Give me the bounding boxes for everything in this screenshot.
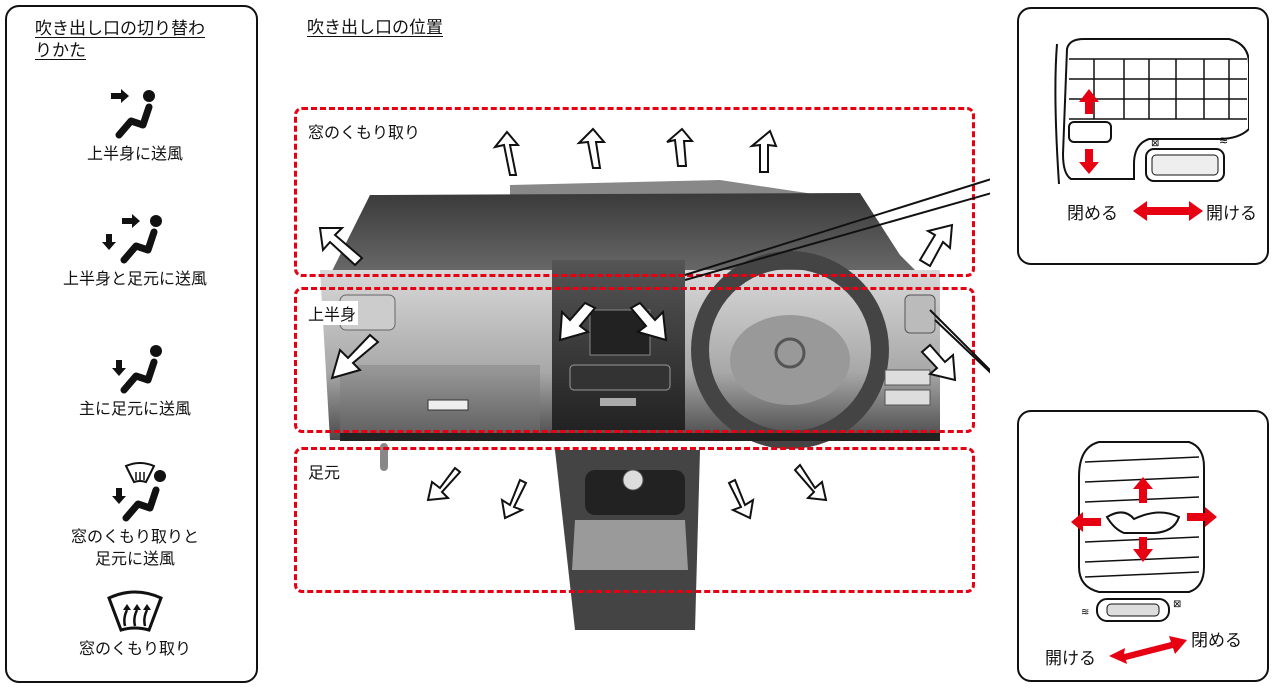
mode-upper-body: 上半身に送風 — [7, 87, 263, 165]
open-label: 開ける — [1206, 204, 1257, 224]
arrow-down-right-icon — [727, 478, 755, 520]
foot-vent-icon — [112, 345, 162, 394]
arrow-down-right-icon — [920, 343, 957, 382]
arrow-down-left-icon — [558, 301, 597, 342]
zone-foot — [294, 447, 975, 593]
center-vent-callout: ⊠ ≋ 閉める 開ける — [1017, 7, 1269, 265]
mode-label: 主に足元に送風 — [78, 399, 191, 418]
vent-mode-panel: 吹き出し口の切り替わ りかた 上半身に送風 上半身と足元に送風 主に足元に送風 — [5, 5, 258, 683]
zone-upper-body — [294, 287, 975, 433]
close-label: 閉める — [1191, 631, 1242, 651]
open-label: 開ける — [1045, 649, 1096, 669]
arrow-up-icon — [666, 127, 695, 167]
defrost-foot-vent-icon — [112, 462, 166, 522]
zone-foot-label: 足元 — [306, 459, 343, 483]
upper-body-vent-icon — [111, 89, 155, 139]
mode-label: 窓のくもり取り — [78, 639, 191, 658]
mode-label-line-2: 足元に送風 — [94, 549, 175, 568]
svg-text:≋: ≋ — [1219, 134, 1228, 147]
arrow-down-right-icon — [629, 301, 668, 342]
arrow-up-icon — [492, 130, 521, 176]
title-line-1: 吹き出し口の切り替わ — [35, 19, 205, 39]
arrow-down-left-icon — [426, 466, 462, 502]
close-label: 閉める — [1067, 204, 1118, 224]
bi-level-vent-icon — [102, 214, 162, 264]
airflow-arrows — [318, 127, 990, 520]
arrow-up-right-icon — [918, 223, 954, 268]
mode-foot: 主に足元に送風 — [7, 342, 263, 420]
arrow-up-left-icon — [318, 227, 364, 267]
defrost-icon — [107, 590, 163, 632]
svg-text:⊠: ⊠ — [1173, 599, 1181, 610]
mode-defrost: 窓のくもり取り — [7, 590, 263, 660]
center-vent-illustration: ⊠ ≋ — [1054, 38, 1249, 185]
arrow-down-left-icon — [330, 333, 380, 380]
arrow-down-right-icon — [793, 463, 828, 502]
arrow-down-left-icon — [500, 478, 528, 520]
mode-bi-level: 上半身と足元に送風 — [7, 212, 263, 290]
svg-text:⊠: ⊠ — [1151, 138, 1159, 149]
mode-label-line-1: 窓のくもり取りと — [70, 527, 199, 546]
side-vent-callout: ≋ ⊠ 開ける 閉める — [1017, 410, 1269, 682]
mode-label: 上半身に送風 — [86, 144, 183, 163]
open-close-arrow-icon — [1109, 636, 1187, 664]
arrow-up-icon — [748, 129, 778, 173]
svg-text:≋: ≋ — [1081, 607, 1089, 618]
zone-defrost — [294, 107, 975, 277]
side-vent-illustration: ≋ ⊠ — [1071, 441, 1217, 622]
title-line-2: りかた — [35, 41, 86, 61]
zone-defrost-label: 窓のくもり取り — [306, 119, 423, 143]
mode-defrost-foot: 窓のくもり取りと 足元に送風 — [7, 462, 263, 570]
mode-label: 上半身と足元に送風 — [62, 269, 207, 288]
vent-location-title: 吹き出し口の位置 — [307, 18, 443, 38]
vent-mode-title: 吹き出し口の切り替わ りかた — [35, 18, 245, 62]
arrow-up-icon — [576, 127, 607, 169]
zone-upper-body-label: 上半身 — [306, 301, 359, 325]
open-close-arrow-icon — [1133, 201, 1203, 221]
